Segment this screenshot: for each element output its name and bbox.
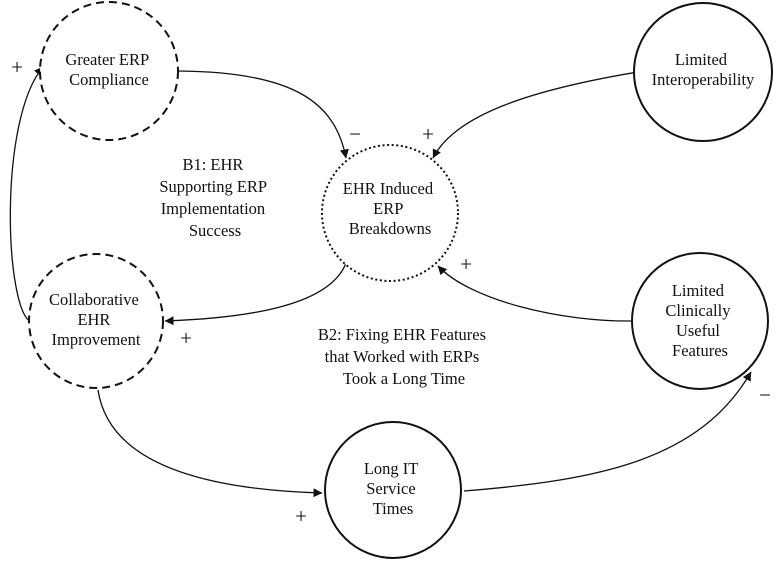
- polarity-service-to-features: −: [759, 383, 771, 407]
- svg-text:Limited Interoperability: Limited Interoperability: [652, 50, 755, 89]
- link-service-to-features: [463, 371, 752, 492]
- link-interoperability-to-breakdowns: [432, 71, 639, 159]
- polarity-breakdowns-to-collab: +: [180, 326, 192, 350]
- node-collaborative-ehr-improvement: Collaborative EHR Improvement: [28, 253, 164, 389]
- link-features-to-breakdowns: [437, 265, 634, 322]
- loop-label-b1: B1: EHR Supporting ERP Implementation Su…: [159, 155, 270, 240]
- svg-text:Limited Clinically: Limited Clinically Useful Features: [665, 281, 734, 360]
- polarity-collab-to-compliance: +: [11, 55, 23, 79]
- loop-label-b2: B2: Fixing EHR Features that Worked with…: [318, 325, 490, 388]
- node-limited-interoperability: Limited Interoperability: [633, 2, 773, 142]
- node-greater-erp-compliance: Greater ERP Compliance: [39, 1, 179, 141]
- link-collab-to-compliance: [9, 66, 44, 323]
- link-compliance-to-breakdowns: [178, 70, 349, 159]
- polarity-features-to-breakdowns: +: [460, 252, 472, 276]
- svg-text:Greater ERP Compliance: Greater ERP Compliance: [65, 50, 152, 89]
- polarity-interop-to-breakdowns: +: [422, 122, 434, 146]
- node-limited-clinically-useful-features: Limited Clinically Useful Features: [631, 252, 769, 390]
- polarity-compliance-to-breakdowns: −: [349, 122, 361, 146]
- svg-text:Collaborative EHR: Collaborative EHR Improvement: [49, 290, 143, 349]
- node-long-it-service-times: Long IT Service Times: [324, 421, 462, 559]
- link-collab-to-service: [97, 389, 323, 498]
- svg-text:EHR Induced ERP Br: EHR Induced ERP Breakdowns: [343, 179, 437, 238]
- polarity-collab-to-service: +: [295, 504, 307, 528]
- svg-text:Long IT Service Ti: Long IT Service Times: [364, 459, 422, 518]
- node-ehr-induced-erp-breakdowns: EHR Induced ERP Breakdowns: [321, 144, 459, 282]
- link-breakdowns-to-collab: [164, 262, 347, 326]
